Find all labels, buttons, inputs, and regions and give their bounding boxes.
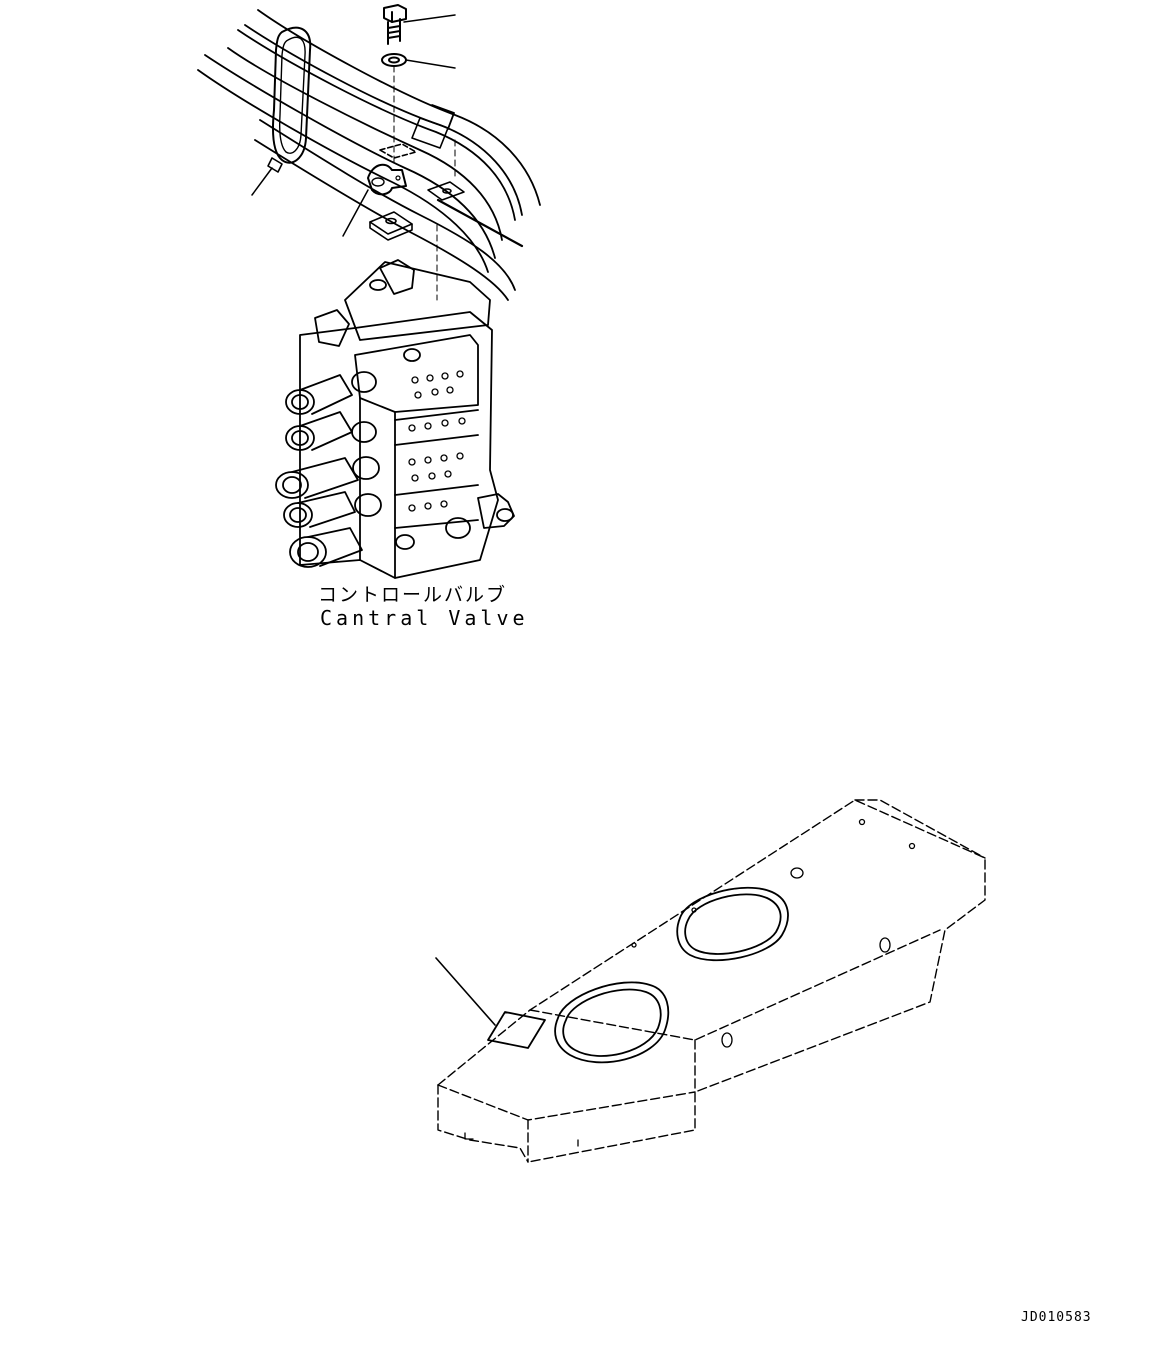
component-caption-japanese: コントロールバルブ [318,584,508,606]
leader-line-band [252,168,272,195]
frame-holes [465,820,915,1147]
leader-line-label [436,958,495,1025]
drawing-number: JD010583 [1021,1310,1092,1325]
hose-bundle [198,10,540,300]
frame-cover [438,800,985,1162]
washer [382,54,455,68]
leader-line-bolt [404,15,455,22]
hose-band [252,28,310,195]
bolt-axis-line [394,66,455,300]
bolt [384,5,455,44]
long-rod [438,200,522,246]
port-holes [409,371,465,511]
leader-line-washer [406,60,455,68]
caution-label-plate [436,958,545,1048]
control-valve [276,260,514,578]
clamp [343,165,406,236]
mounting-plates [370,144,522,246]
component-caption-english: Cantral Valve [320,606,529,630]
frame-openings [555,888,788,1063]
leader-line-clamp [343,190,368,236]
